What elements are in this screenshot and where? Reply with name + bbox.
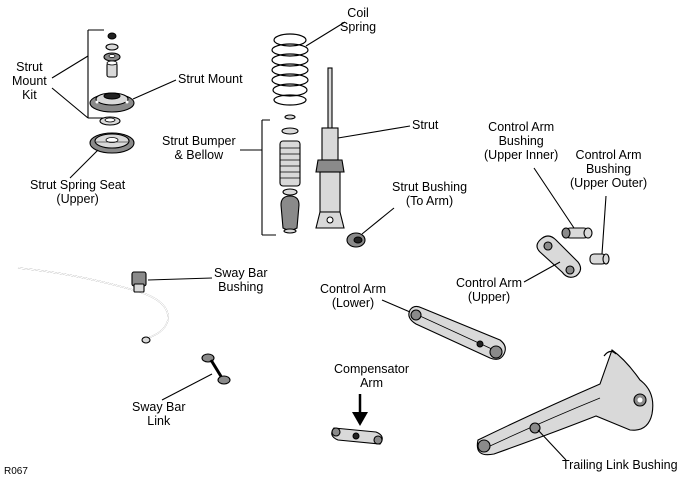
- sway-bar-bushing-part: [131, 271, 147, 293]
- strut-bumper-bellow-label: Strut Bumper & Bellow: [162, 134, 236, 162]
- coil-spring-label: Coil Spring: [340, 6, 377, 34]
- strut-label: Strut: [412, 118, 439, 132]
- trailing-link-bushing-label: Trailing Link Bushing: [562, 458, 678, 472]
- sway-bar-part: [17, 267, 169, 344]
- sway-bar-bushing-label: Sway Bar Bushing: [214, 266, 268, 294]
- strut-spring-seat-part: [89, 132, 135, 154]
- strut-bumper-bellow-part: [279, 114, 301, 234]
- strut-mount-part: [89, 92, 135, 113]
- control-arm-bushing-upper-outer-label: Control Arm Bushing (Upper Outer): [570, 148, 648, 190]
- control-arm-bushing-upper-inner-part: [561, 227, 593, 239]
- compensator-arm-part: [331, 427, 383, 445]
- compensator-arm-label: Compensator Arm: [334, 362, 410, 390]
- strut-mount-ring-part: [99, 116, 121, 126]
- control-arm-bushing-upper-inner-label: Control Arm Bushing (Upper Inner): [484, 120, 559, 162]
- strut-bushing-part: [346, 232, 366, 248]
- sway-bar-link-label: Sway Bar Link: [132, 400, 186, 428]
- control-arm-lower-part: [408, 305, 506, 360]
- strut-mount-label: Strut Mount: [178, 72, 243, 86]
- trailing-link-part: [476, 349, 654, 456]
- strut-mount-kit-label: Strut Mount Kit: [12, 60, 47, 102]
- control-arm-lower-label: Control Arm (Lower): [320, 282, 386, 310]
- control-arm-bushing-upper-outer-part: [589, 253, 610, 265]
- control-arm-upper-part: [536, 235, 582, 278]
- figure-code-label: R067: [4, 466, 28, 477]
- sway-bar-link-part: [201, 353, 231, 385]
- strut-bushing-label: Strut Bushing (To Arm): [392, 180, 468, 208]
- control-arm-upper-label: Control Arm (Upper): [456, 276, 522, 304]
- coil-spring-part: [271, 33, 309, 106]
- strut-part: [315, 67, 345, 229]
- strut-mount-kit-parts: [103, 32, 121, 78]
- strut-spring-seat-label: Strut Spring Seat (Upper): [30, 178, 126, 206]
